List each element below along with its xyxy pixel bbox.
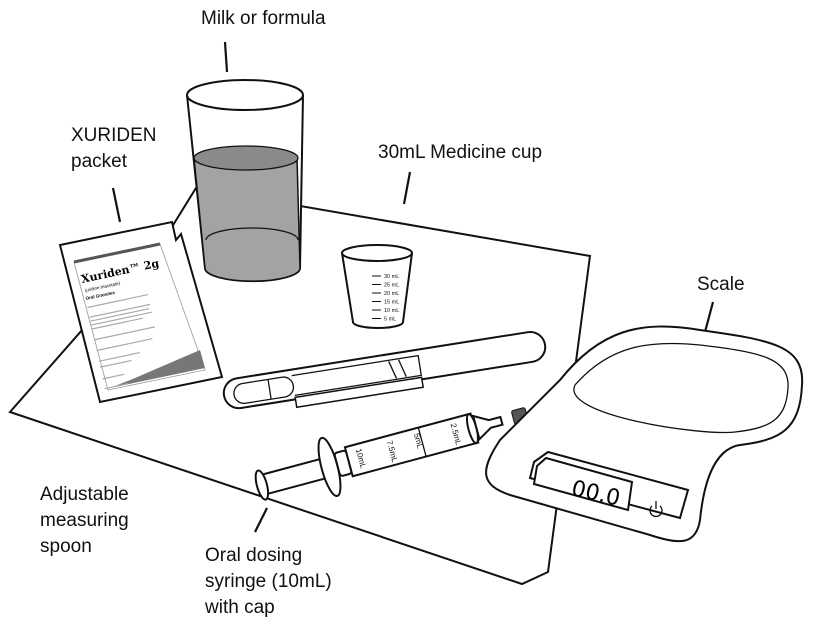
kitchen-scale: 00.0 — [485, 325, 804, 543]
leader-lines — [111, 41, 715, 533]
cup-marking: 10 mL — [384, 308, 399, 314]
power-icon[interactable] — [649, 501, 663, 518]
medicine-cup: 30 mL 25 mL 20 mL 15 mL 10 mL 5 mL — [341, 244, 413, 329]
label-line: with cap — [205, 597, 275, 618]
label-cup: 30mL Medicine cup — [378, 142, 543, 163]
label-line: spoon — [40, 536, 92, 557]
label-scale: Scale — [697, 274, 745, 295]
label-line: XURIDEN — [71, 125, 157, 146]
cup-marking: 30 mL — [384, 274, 399, 280]
cup-marking: 25 mL — [384, 283, 399, 289]
cup-marking: 5 mL — [384, 317, 396, 323]
xuriden-packet: Xuriden™ 2g (uridine triacetate) Oral Gr… — [58, 220, 224, 404]
glass-of-milk — [186, 79, 304, 283]
syringe-marking: 5mL — [412, 432, 425, 450]
label-line: Adjustable — [40, 484, 129, 505]
label-line: Oral dosing — [205, 545, 303, 566]
label-line: packet — [71, 151, 127, 172]
packet-form: Oral Granules — [85, 290, 116, 301]
label-milk: Milk or formula — [201, 8, 326, 29]
label-syringe: Oral dosing syringe (10mL) with cap — [205, 543, 332, 621]
cup-marking: 20 mL — [384, 291, 399, 297]
measuring-spoon — [222, 331, 547, 410]
cup-marking: 15 mL — [384, 300, 399, 306]
label-line: syringe (10mL) — [205, 571, 332, 592]
label-line: measuring — [40, 510, 129, 531]
label-spoon: Adjustable measuring spoon — [40, 482, 129, 560]
label-packet: XURIDEN packet — [71, 123, 157, 175]
